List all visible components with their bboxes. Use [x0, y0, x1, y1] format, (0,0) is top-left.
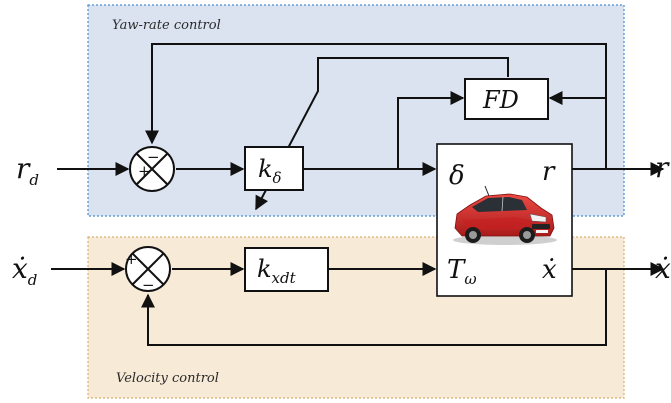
- velocity-junction-minus: −: [142, 276, 155, 294]
- plant-xdot-label: ẋ: [542, 255, 557, 285]
- plant-torque-label: Tω: [447, 255, 477, 288]
- plant-delta-label: δ: [449, 161, 465, 191]
- delta-to-fd-wire: [397, 91, 465, 169]
- k-xdt-block: kxdt: [244, 247, 329, 292]
- k-delta-block: kδ: [244, 146, 304, 191]
- plant-r-label: r: [542, 157, 556, 187]
- velocity-junction-plus: +: [125, 250, 138, 268]
- yaw-summing-junction: + −: [129, 146, 175, 192]
- yaw-feedback-wire: [145, 43, 607, 145]
- velocity-summing-junction: + −: [125, 246, 171, 294]
- r-output-label: r: [655, 151, 670, 184]
- velocity-feedback-wire: [141, 269, 607, 346]
- svg-text:kxdt: kxdt: [257, 255, 297, 287]
- yaw-junction-minus: −: [147, 148, 160, 166]
- yaw-rate-region-label: Yaw-rate control: [112, 18, 221, 33]
- yaw-junction-plus: +: [138, 162, 151, 180]
- svg-text:kδ: kδ: [258, 155, 282, 187]
- svg-text:FD: FD: [482, 86, 519, 114]
- fd-adaptation-wire: [255, 57, 509, 211]
- velocity-region-label: Velocity control: [116, 371, 219, 386]
- xdot-d-input-label: ẋd: [12, 252, 37, 289]
- xdot-output-label: ẋ: [655, 252, 671, 285]
- red-hatchback-car-icon: [453, 185, 557, 245]
- rd-input-label: rd: [16, 152, 39, 189]
- fd-block: FD: [464, 78, 549, 120]
- vehicle-plant-block: δ r Tω ẋ: [436, 143, 573, 297]
